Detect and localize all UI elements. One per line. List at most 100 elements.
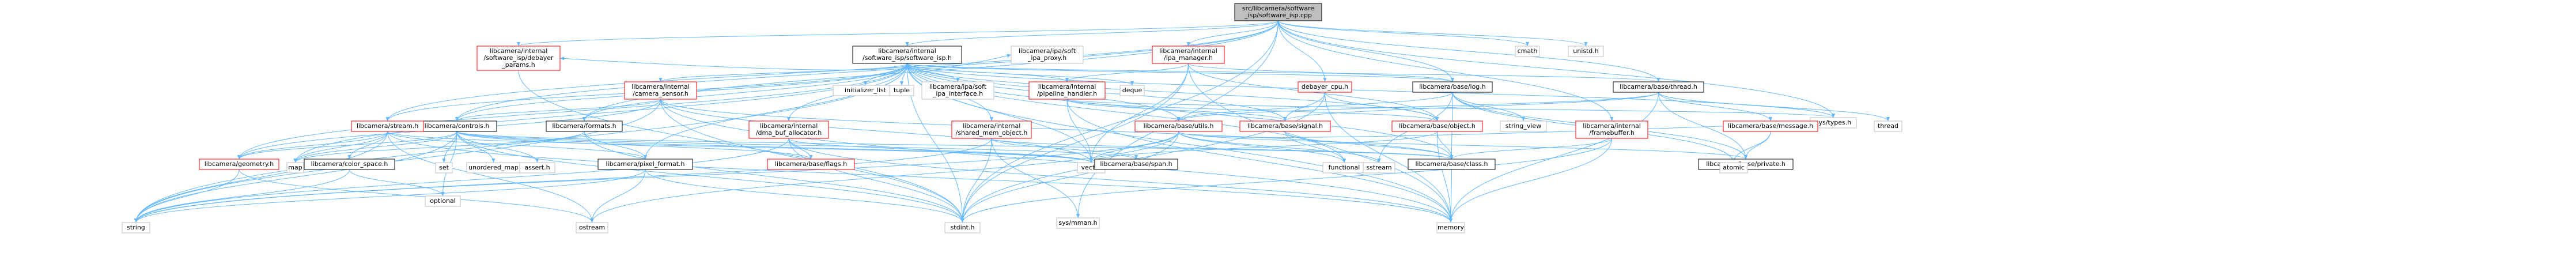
- graph-node-base-utils[interactable]: libcamera/base/utils.h: [1134, 120, 1223, 132]
- node-box: [1436, 222, 1465, 233]
- edge-base-thread-to-base-utils: [1177, 92, 1659, 122]
- edge-sw-isp-h-to-base-thread: [907, 63, 1660, 82]
- node-label-line: /ipa_manager.h: [1164, 54, 1213, 62]
- edge-debayer-cpu-to-stdint: [960, 92, 1325, 223]
- node-label-line: libcamera/base/span.h: [1100, 160, 1172, 168]
- node-label-line: libcamera/ipa/soft: [1019, 47, 1076, 55]
- node-label-line: libcamera/base/class.h: [1415, 160, 1488, 168]
- node-box: [304, 159, 395, 170]
- node-label-line: initializer_list: [845, 86, 887, 94]
- edge-pipeline-handler-to-base-object: [1066, 99, 1439, 122]
- node-label-line: _ipa_proxy.h: [1027, 54, 1066, 62]
- edge-shared-mem-to-sys-mman: [991, 138, 1080, 218]
- graph-node-set: set: [435, 162, 453, 174]
- edge-stream-to-map: [293, 131, 388, 163]
- edge-base-signal-to-functional: [1285, 131, 1346, 163]
- node-label-line: libcamera/base/object.h: [1399, 122, 1476, 130]
- graph-node-pipeline-handler[interactable]: libcamera/internal/pipeline_handler.h: [1028, 81, 1106, 100]
- edge-controls-to-base-class: [456, 131, 1454, 160]
- node-box: [624, 81, 697, 100]
- node-label-line: libcamera/color_space.h: [311, 160, 388, 168]
- graph-node-base-span[interactable]: libcamera/base/span.h: [1094, 159, 1178, 170]
- node-label-line: libcamera/geometry.h: [205, 160, 274, 168]
- graph-node-unordered-map: unordered_map: [466, 162, 521, 174]
- node-box: [1500, 120, 1547, 132]
- graph-node-root[interactable]: src/libcamera/software_isp/software_isp.…: [1234, 3, 1322, 21]
- node-box: [1134, 120, 1223, 132]
- edge-root-to-sys-types: [1278, 20, 1836, 118]
- node-label-line: libcamera/internal: [490, 47, 548, 55]
- node-box: [122, 222, 150, 233]
- graph-node-sw-isp-h[interactable]: libcamera/internal/software_isp/software…: [852, 46, 962, 64]
- edge-pixel-format-to-ostream: [590, 169, 646, 223]
- graph-node-stream[interactable]: libcamera/stream.h: [351, 120, 424, 132]
- edge-root-to-sw-isp-h: [905, 20, 1278, 47]
- graph-node-dma-buf[interactable]: libcamera/internal/dma_buf_allocator.h: [748, 120, 829, 139]
- node-label-line: /shared_mem_object.h: [956, 129, 1028, 137]
- edge-base-object-to-memory: [1437, 131, 1453, 223]
- edge-framebuffer-to-base-class: [1450, 138, 1612, 160]
- graph-node-debayer-cpu[interactable]: debayer_cpu.h: [1298, 81, 1352, 93]
- graph-node-base-object[interactable]: libcamera/base/object.h: [1391, 120, 1483, 132]
- graph-node-camera-sensor[interactable]: libcamera/internal/camera_sensor.h: [624, 81, 697, 100]
- node-label-line: stdint.h: [951, 224, 975, 231]
- edge-base-thread-to-base-private: [1658, 92, 1748, 160]
- node-label-line: sys/types.h: [1815, 119, 1851, 126]
- node-box: [435, 162, 453, 174]
- edge-debayer-cpu-to-memory: [1325, 92, 1453, 223]
- graph-node-geometry[interactable]: libcamera/geometry.h: [199, 159, 279, 170]
- edge-camera-sensor-to-base-class: [660, 99, 1454, 160]
- node-label-line: map: [288, 164, 302, 171]
- edge-shared-mem-to-stdint: [960, 138, 992, 223]
- graph-node-color-space[interactable]: libcamera/color_space.h: [304, 159, 395, 170]
- node-label-line: unordered_map: [468, 164, 519, 171]
- edge-color-space-to-optional: [349, 169, 445, 197]
- node-label-line: sstream: [1366, 164, 1391, 171]
- node-box: [1613, 81, 1704, 93]
- edge-ipa-manager-to-memory: [1188, 63, 1453, 223]
- graph-node-thread: thread: [1874, 120, 1902, 132]
- graph-node-shared-mem[interactable]: libcamera/internal/shared_mem_object.h: [951, 120, 1032, 139]
- graph-node-dbg-params[interactable]: libcamera/internal/software_isp/debayer_…: [476, 46, 561, 71]
- node-box: [1874, 120, 1902, 132]
- node-label-line: functional: [1329, 164, 1360, 171]
- edge-pipeline-handler-to-base-signal: [1066, 99, 1287, 122]
- node-box: [1119, 85, 1145, 96]
- node-label-line: /pipeline_handler.h: [1037, 90, 1097, 97]
- node-box: [519, 162, 555, 174]
- edge-stream-to-ostream: [387, 131, 594, 223]
- edge-controls-to-base-flags: [456, 131, 813, 160]
- node-box: [1094, 159, 1178, 170]
- node-label-line: libcamera/ipa/soft: [929, 83, 987, 91]
- node-box: [351, 120, 424, 132]
- graph-node-pixel-format[interactable]: libcamera/pixel_format.h: [597, 159, 693, 170]
- edge-shared-mem-to-base-class: [991, 138, 1454, 160]
- edge-controls-to-assert-h: [456, 131, 539, 163]
- graph-node-base-class[interactable]: libcamera/base/class.h: [1408, 159, 1496, 170]
- edge-pipeline-handler-to-sys-types: [1066, 99, 1835, 118]
- graph-node-unistd: unistd.h: [1568, 46, 1604, 57]
- graph-node-ipa-manager[interactable]: libcamera/internal/ipa_manager.h: [1152, 46, 1225, 64]
- node-label-line: /framebuffer.h: [1589, 129, 1635, 137]
- edge-sw-isp-h-to-base-log: [907, 63, 1454, 82]
- graph-node-framebuffer[interactable]: libcamera/internal/framebuffer.h: [1575, 120, 1648, 139]
- graph-node-base-signal[interactable]: libcamera/base/signal.h: [1239, 120, 1331, 132]
- graph-node-base-message[interactable]: libcamera/base/message.h: [1723, 120, 1818, 132]
- graph-node-base-flags[interactable]: libcamera/base/flags.h: [767, 159, 855, 170]
- node-label-line: /software_isp/software_isp.h: [863, 54, 952, 62]
- node-label-line: string: [127, 224, 145, 231]
- edge-formats-to-pixel-format: [584, 131, 648, 160]
- node-label-line: libcamera/internal: [878, 47, 936, 55]
- graph-node-base-thread[interactable]: libcamera/base/thread.h: [1613, 81, 1704, 93]
- edge-framebuffer-to-stdint: [960, 138, 1612, 223]
- graph-node-base-log[interactable]: libcamera/base/log.h: [1412, 81, 1493, 93]
- graph-node-controls[interactable]: libcamera/controls.h: [417, 120, 497, 132]
- edge-sw-isp-h-to-camera-sensor: [659, 63, 907, 82]
- graph-node-formats[interactable]: libcamera/formats.h: [546, 120, 623, 132]
- edge-ipa-manager-to-stdint: [960, 63, 1189, 223]
- node-label-line: libcamera/internal: [963, 122, 1021, 130]
- edge-formats-to-stdint: [584, 131, 964, 223]
- node-label-line: ostream: [579, 224, 605, 231]
- node-label-line: _isp/software_isp.cpp: [1244, 12, 1312, 19]
- edge-base-utils-to-sstream: [1178, 131, 1381, 163]
